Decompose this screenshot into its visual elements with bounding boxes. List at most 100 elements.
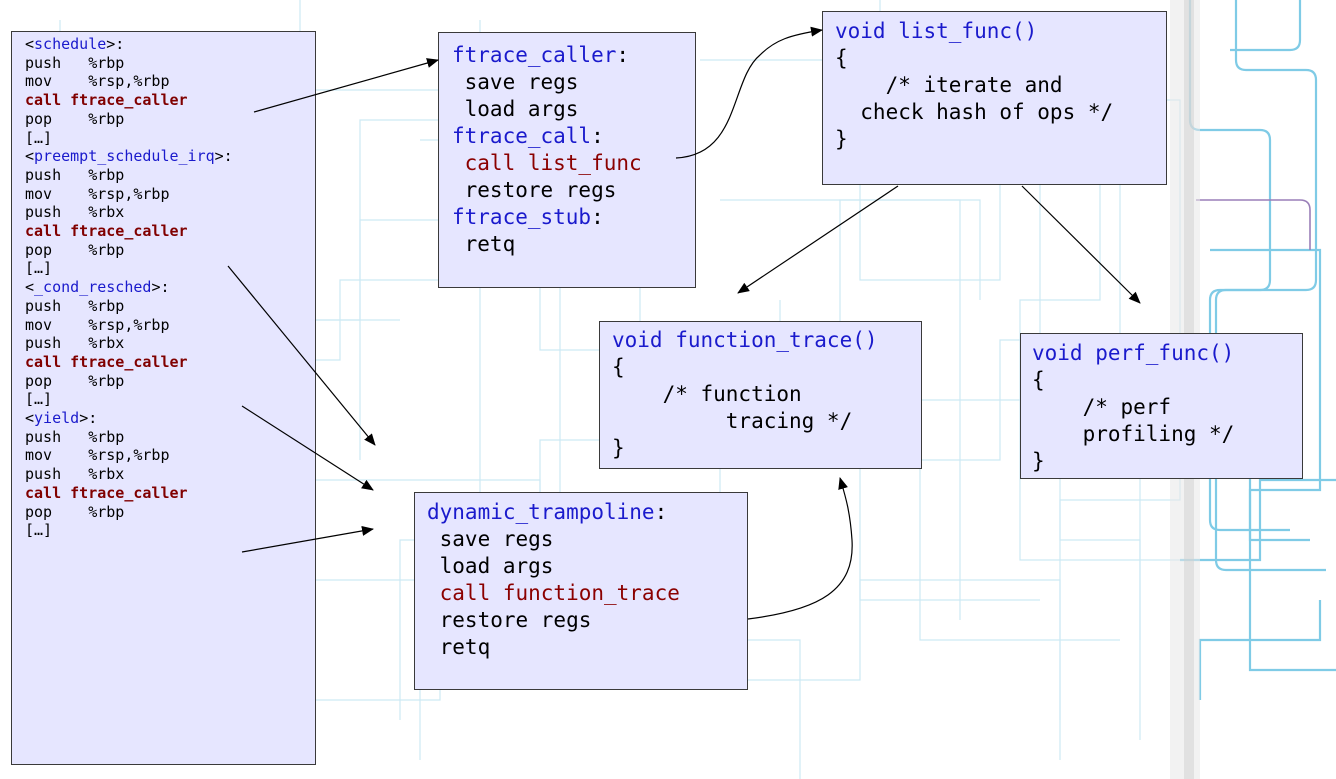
code-line: } [1032, 448, 1302, 475]
code-text: >: [79, 409, 98, 428]
code-text: { [1032, 368, 1045, 392]
code-text: load args [452, 97, 579, 121]
code-line: push %rbp [25, 166, 315, 185]
code-text: pop %rbp [25, 240, 125, 259]
code-line: /* function [612, 381, 921, 408]
code-text: : [616, 43, 630, 67]
code-text: pop %rbp [25, 109, 125, 128]
code-line: call ftrace_caller [25, 91, 315, 110]
symbol-label: preempt_schedule_irq [34, 147, 215, 166]
code-text: […] [25, 128, 53, 147]
code-line: mov %rsp,%rbp [25, 316, 315, 335]
code-text: push %rbp [25, 53, 125, 72]
code-text: push %rbx [25, 334, 125, 353]
code-text: < [25, 147, 35, 166]
code-line: ftrace_stub: [452, 204, 695, 231]
symbol-label: ftrace_caller [452, 43, 617, 67]
code-text: load args [427, 554, 554, 578]
code-text: check hash of ops */ [835, 100, 1114, 124]
code-line: } [835, 126, 1166, 153]
code-line: […] [25, 129, 315, 148]
code-line: restore regs [452, 177, 695, 204]
code-line: push %rbx [25, 465, 315, 484]
code-line: […] [25, 259, 315, 278]
code-text: retq [452, 232, 516, 256]
code-line: ftrace_call: [452, 123, 695, 150]
code-text: mov %rsp,%rbp [25, 315, 170, 334]
symbol-label: ftrace_stub [452, 205, 592, 229]
code-text: >: [214, 147, 233, 166]
code-text: mov %rsp,%rbp [25, 184, 170, 203]
code-line: <_cond_resched>: [25, 278, 315, 297]
symbol-label: schedule [34, 35, 107, 53]
code-text: […] [25, 521, 53, 540]
code-text: tracing */ [612, 409, 853, 433]
code-line: profiling */ [1032, 421, 1302, 448]
code-line: restore regs [427, 607, 747, 634]
code-line: pop %rbp [25, 372, 315, 391]
code-line: void function_trace() [612, 327, 921, 354]
code-line: call ftrace_caller [25, 353, 315, 372]
code-text: >: [106, 35, 125, 53]
code-text: : [591, 205, 604, 229]
code-line: retq [427, 634, 747, 661]
code-text: retq [427, 635, 491, 659]
code-line: push %rbx [25, 203, 315, 222]
code-line: call ftrace_caller [25, 484, 315, 503]
code-text: /* function [612, 382, 802, 406]
code-line: <schedule>: [25, 35, 315, 54]
code-line: { [835, 45, 1166, 72]
code-text: { [612, 355, 625, 379]
code-text: pop %rbp [25, 371, 125, 390]
symbol-label: void list_func() [835, 19, 1038, 43]
code-line: save regs [452, 69, 695, 96]
code-text: mov %rsp,%rbp [25, 72, 170, 91]
code-text: push %rbx [25, 465, 125, 484]
symbol-label: ftrace_call [452, 124, 592, 148]
perf-func-box: void perf_func() { /* perf profiling */} [1020, 333, 1303, 479]
code-text: } [1032, 449, 1045, 473]
code-line: dynamic_trampoline: [427, 499, 747, 526]
code-line: push %rbp [25, 54, 315, 73]
code-line: pop %rbp [25, 241, 315, 260]
code-line: pop %rbp [25, 110, 315, 129]
code-text: […] [25, 259, 53, 278]
code-line: check hash of ops */ [835, 99, 1166, 126]
code-text: < [25, 409, 35, 428]
code-line: retq [452, 231, 695, 258]
code-line: mov %rsp,%rbp [25, 446, 315, 465]
code-text: push %rbp [25, 427, 125, 446]
code-line: void perf_func() [1032, 340, 1302, 367]
code-line: mov %rsp,%rbp [25, 185, 315, 204]
code-line: /* perf [1032, 394, 1302, 421]
code-text: save regs [427, 527, 554, 551]
code-text: } [612, 436, 625, 460]
code-text: push %rbp [25, 165, 125, 184]
call-instruction: call list_func [452, 151, 642, 175]
code-text: save regs [452, 70, 579, 94]
code-line: […] [25, 521, 315, 540]
code-line: save regs [427, 526, 747, 553]
code-text: /* perf [1032, 395, 1172, 419]
dynamic-trampoline-box: dynamic_trampoline: save regs load args … [414, 492, 748, 690]
symbol-label: yield [34, 409, 80, 428]
list-func-box: void list_func(){ /* iterate and check h… [822, 11, 1167, 185]
code-line: pop %rbp [25, 503, 315, 522]
symbol-label: void perf_func() [1032, 341, 1235, 365]
code-text: >: [151, 278, 170, 297]
call-instruction: call ftrace_caller [25, 91, 188, 110]
code-line: call function_trace [427, 580, 747, 607]
symbol-label: _cond_resched [34, 278, 152, 297]
call-instruction: call ftrace_caller [25, 483, 188, 502]
code-line: { [612, 354, 921, 381]
code-line: mov %rsp,%rbp [25, 72, 315, 91]
code-text: […] [25, 390, 53, 409]
code-text: : [654, 500, 668, 524]
code-line: tracing */ [612, 408, 921, 435]
code-line: <yield>: [25, 409, 315, 428]
code-text: } [835, 127, 848, 151]
code-text: profiling */ [1032, 422, 1235, 446]
code-line: […] [25, 390, 315, 409]
code-text: /* iterate and [835, 73, 1063, 97]
